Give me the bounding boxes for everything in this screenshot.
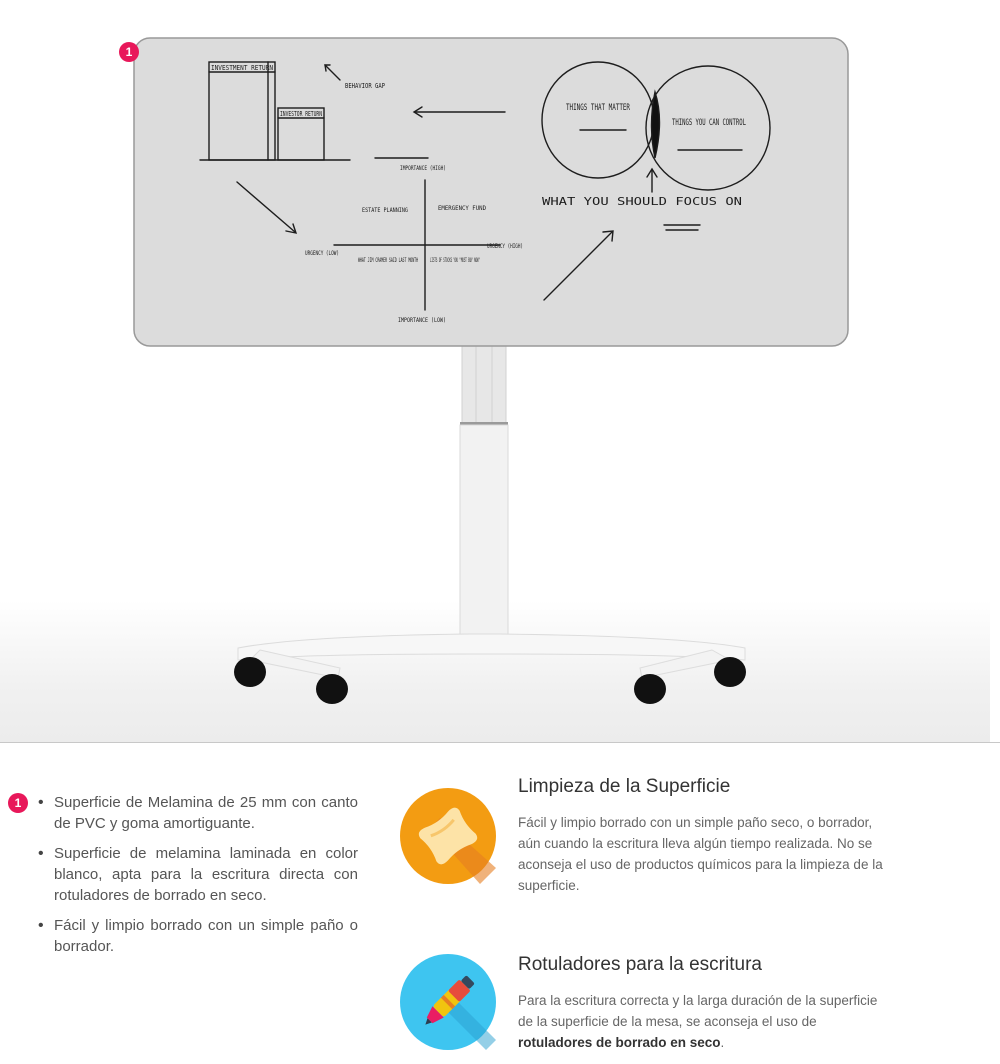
markers-title: Rotuladores para la escritura <box>518 954 762 975</box>
sponge-icon <box>400 788 496 884</box>
cleaning-text: Fácil y limpio borrado con un simple pañ… <box>518 815 883 893</box>
markers-text-after: . <box>720 1035 725 1050</box>
sketch-things-that-matter: THINGS THAT MATTER <box>566 103 630 113</box>
sketch-importance-high: IMPORTANCE (HIGH) <box>400 165 446 172</box>
markers-text: Para la escritura correcta y la larga du… <box>518 990 890 1053</box>
mobile-whiteboard-illustration: INVESTMENT RETURN INVESTOR RETURN BEHAVI… <box>133 37 849 704</box>
feature-item: Superficie de Melamina de 25 mm con cant… <box>28 792 358 834</box>
sketch-investor-return: INVESTOR RETURN <box>280 110 322 118</box>
feature-item: Fácil y limpio borrado con un simple pañ… <box>28 915 358 957</box>
sketch-behavior-gap: BEHAVIOR GAP <box>345 82 385 90</box>
sketch-emergency-fund: EMERGENCY FUND <box>438 205 486 212</box>
markers-section: Rotuladores para la escritura Para la es… <box>400 954 990 1064</box>
sketch-jim-cramer: WHAT JIM CRAMER SAID LAST MONTH <box>358 257 418 264</box>
marker-badge: 1 <box>119 42 139 62</box>
sketch-things-you-can-control: THINGS YOU CAN CONTROL <box>672 118 746 128</box>
marker-pen-icon <box>400 954 496 1050</box>
product-hero: INVESTMENT RETURN INVESTOR RETURN BEHAVI… <box>0 37 990 742</box>
sketch-importance-low: IMPORTANCE (LOW) <box>398 317 446 324</box>
marker-badge: 1 <box>8 793 28 813</box>
sketch-estate-planning: ESTATE PLANNING <box>362 207 408 214</box>
cleaning-section: Limpieza de la Superficie Fácil y limpio… <box>400 776 990 936</box>
sketch-lists-of-stocks: LISTS OF STOCKS YOU "MUST BUY NOW" <box>430 257 480 264</box>
sketch-focus-on: WHAT YOU SHOULD FOCUS ON <box>542 195 742 208</box>
cleaning-title: Limpieza de la Superficie <box>518 776 731 797</box>
markers-text-before: Para la escritura correcta y la larga du… <box>518 993 878 1029</box>
markers-text-bold: rotuladores de borrado en seco <box>518 1035 721 1050</box>
features-list: Superficie de Melamina de 25 mm con cant… <box>28 792 358 966</box>
divider <box>0 742 1000 743</box>
feature-item: Superficie de melamina laminada en color… <box>28 843 358 906</box>
sketch-investment-return: INVESTMENT RETURN <box>211 64 273 72</box>
sketch-urgency-low: URGENCY (LOW) <box>305 250 339 257</box>
sketch-urgency-high: URGENCY (HIGH) <box>487 243 523 250</box>
